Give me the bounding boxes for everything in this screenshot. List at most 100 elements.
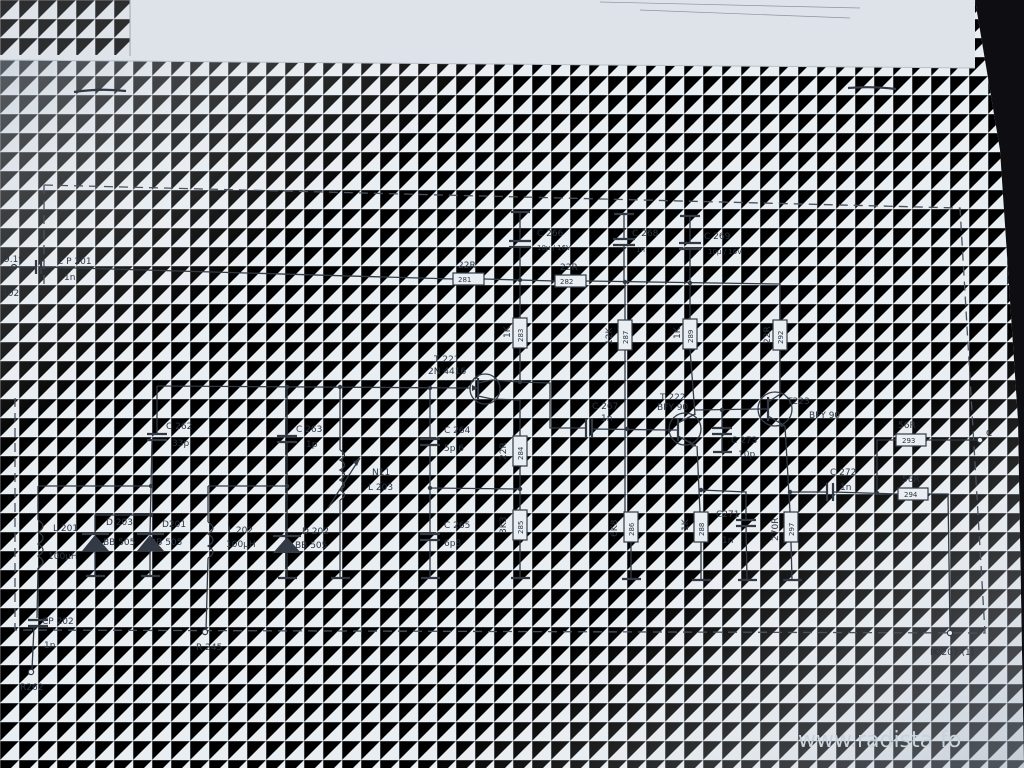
transistor-t221 <box>469 373 501 405</box>
d201-value: BB 505 <box>150 538 182 548</box>
r297-ref: 297 <box>788 523 796 536</box>
d202-ref: D 202 <box>302 527 329 537</box>
r297-value: 270R <box>771 518 781 541</box>
r281-ref: 281 <box>458 276 471 284</box>
pen-mark-right <box>847 86 897 91</box>
cp201-value: 1n <box>64 273 75 283</box>
l203-ref: N11 <box>372 468 390 478</box>
r287-value: 12K <box>605 327 615 345</box>
c263-value: 1p <box>306 440 318 450</box>
r288-value: 1K <box>681 518 691 531</box>
c265-value: 6p8 <box>444 539 461 549</box>
c268-value: 1n <box>636 246 645 254</box>
d202-value: BB 505 <box>295 541 327 551</box>
r286-ref: 286 <box>628 522 636 536</box>
cp202-value: 1n <box>44 641 55 651</box>
c266-value: 10µ / 16V <box>537 244 571 252</box>
r292-ref: 292 <box>777 331 785 344</box>
r283-ref: 283 <box>517 329 525 342</box>
c262-value: 33p <box>172 439 189 449</box>
r284-value: 22R <box>499 442 509 460</box>
cp202-ref: CP 202 <box>42 617 74 627</box>
r282-ref: 282 <box>560 278 573 286</box>
c263-ref: C 263 <box>296 425 322 435</box>
capacitor-cp202 <box>28 618 48 628</box>
r289-value: 1K <box>673 326 683 339</box>
c271-value: 1n <box>722 536 733 546</box>
inductor-l201 <box>36 519 44 569</box>
r294-ref: 294 <box>904 491 918 499</box>
c273-value: 10p <box>738 450 755 460</box>
terminal-r245 <box>201 628 209 636</box>
c268-ref: C 268 <box>632 229 659 239</box>
r289-ref: 289 <box>687 330 695 343</box>
supply-ref-label: 402 <box>2 289 19 299</box>
r285-ref: 285 <box>517 521 525 534</box>
terminal-c <box>976 436 984 444</box>
c269-ref: C 269 <box>704 232 731 242</box>
t221-ref: T 221 <box>433 355 460 365</box>
r245-label: R 245 <box>196 643 222 653</box>
capacitor-c262 <box>147 432 167 442</box>
c267-value: 1n <box>601 414 612 424</box>
inductor-l202 <box>206 521 214 559</box>
r292-value: 22R <box>763 326 773 344</box>
top-page-fold <box>0 0 975 68</box>
r283-value: 1K <box>503 325 513 338</box>
varicap-diode-d202 <box>273 534 301 553</box>
r284-ref: 284 <box>517 446 525 460</box>
capacitor-c269 <box>679 214 701 283</box>
c264-value: 5p 6 <box>444 444 464 454</box>
d203-value: BB 505 <box>103 538 135 548</box>
c262-ref: C 262 <box>166 422 192 432</box>
r285-value: 3K3 <box>499 517 509 534</box>
c264-ref: C 264 <box>444 426 471 436</box>
r281-value: 22R <box>458 261 476 271</box>
capacitor-c267 <box>584 419 594 437</box>
supply-voltage-label: 9.1v <box>4 255 24 265</box>
ik207-label: IK 207 (1) <box>930 648 974 658</box>
cp201-ref: C P 201 <box>57 257 92 267</box>
r293-value: 56R <box>898 421 916 431</box>
t223-ref: T223 <box>786 397 810 407</box>
terminal-r262 <box>27 668 35 676</box>
c273-ref: C 273 <box>731 436 757 446</box>
c272-value: 1n <box>840 483 851 493</box>
handwritten-note <box>599 1 861 9</box>
c267-ref: C 267 <box>592 402 618 412</box>
d203-ref: D 203 <box>106 518 133 528</box>
l203-value: L 203 <box>368 483 393 493</box>
varicap-diode-d201 <box>137 532 164 551</box>
r288-ref: 288 <box>698 523 706 536</box>
t221-value: 2N 4416 <box>428 367 466 377</box>
module-boundary <box>14 184 986 634</box>
l201-ref: L 201 <box>53 524 78 534</box>
l202-value: 100µH <box>226 540 256 550</box>
t222-value: BFY 90 <box>657 403 688 413</box>
t222-ref: T 222 <box>659 393 686 403</box>
c265-ref: C 265 <box>444 521 470 531</box>
r287-ref: 287 <box>622 331 630 344</box>
watermark: www.radista fo <box>798 728 961 753</box>
pen-mark-left <box>73 88 127 94</box>
capacitor-c266 <box>509 210 531 280</box>
c272-ref: C 272 <box>830 468 856 478</box>
t223-value: BFY 90 <box>809 411 840 421</box>
r293-ref: 293 <box>902 437 915 445</box>
d201-ref: D201 <box>162 520 186 530</box>
c271-ref: C271 <box>716 510 739 520</box>
c266-ref: C 266 <box>537 229 564 239</box>
capacitor-cp201 <box>34 260 45 290</box>
l202-ref: L 202 <box>228 526 253 536</box>
r282-value: 22R <box>560 263 578 273</box>
transistor-t222 <box>668 412 702 447</box>
r294-value: 56R <box>902 475 920 485</box>
inductor-l203 <box>338 449 346 501</box>
l201-value: 100µH <box>48 552 78 562</box>
r262-label: R262 <box>20 683 43 693</box>
capacitor-c268 <box>613 212 635 282</box>
varicap-diode-d203 <box>82 532 109 551</box>
terminal-ik207 <box>946 629 954 637</box>
